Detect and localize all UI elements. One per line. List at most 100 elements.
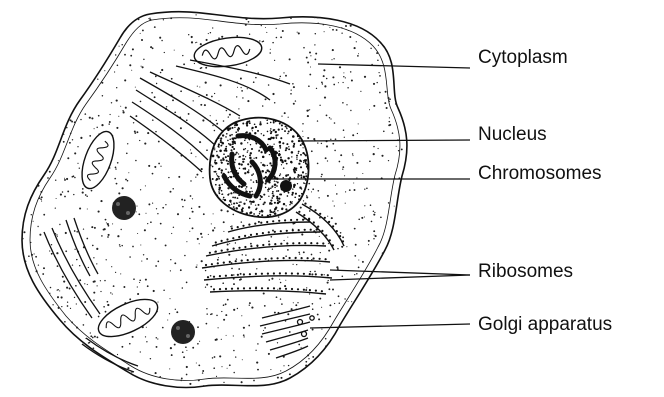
- stipple-dot: [109, 114, 110, 115]
- stipple-dot: [369, 160, 371, 162]
- stipple-dot: [152, 119, 154, 121]
- nucleus-stipple-dot: [274, 208, 276, 210]
- stipple-dot: [63, 281, 65, 283]
- stipple-dot: [137, 233, 138, 234]
- stipple-dot: [288, 117, 289, 118]
- nucleus-stipple-dot: [216, 173, 217, 174]
- ribosome-dot: [304, 203, 306, 205]
- stipple-dot: [38, 185, 40, 187]
- stipple-dot: [123, 111, 125, 113]
- stipple-dot: [184, 199, 186, 201]
- stipple-dot: [26, 310, 28, 312]
- nucleus-stipple-dot: [277, 199, 279, 201]
- stipple-dot: [45, 361, 47, 363]
- stipple-dot: [169, 368, 170, 369]
- stipple-dot: [378, 45, 379, 46]
- stipple-dot: [157, 302, 158, 303]
- stipple-dot: [79, 64, 80, 65]
- stipple-dot: [71, 77, 73, 79]
- ribosome-dot: [342, 240, 344, 242]
- ribosome-dot: [235, 260, 237, 262]
- stipple-dot: [24, 108, 26, 110]
- nucleus-stipple-dot: [260, 121, 262, 123]
- stipple-dot: [265, 27, 266, 28]
- stipple-dot: [75, 81, 76, 82]
- stipple-dot: [120, 106, 121, 107]
- nucleus-stipple-dot: [267, 122, 269, 124]
- stipple-dot: [293, 86, 295, 88]
- stipple-dot: [192, 211, 194, 213]
- stipple-dot: [283, 72, 284, 73]
- stipple-dot: [91, 117, 93, 119]
- stipple-dot: [86, 349, 87, 350]
- ribosome-dot: [261, 273, 263, 275]
- stipple-dot: [61, 372, 62, 373]
- stipple-dot: [51, 19, 53, 21]
- stipple-dot: [220, 84, 222, 86]
- stipple-dot: [170, 191, 172, 193]
- ribosome-dot: [248, 224, 250, 226]
- stipple-dot: [342, 276, 344, 278]
- stipple-dot: [343, 72, 344, 73]
- stipple-dot: [57, 265, 59, 267]
- ribosome-dot: [273, 287, 275, 289]
- stipple-dot: [396, 314, 398, 316]
- stipple-dot: [84, 301, 86, 303]
- cell-membrane: [22, 12, 407, 388]
- stipple-dot: [243, 334, 245, 336]
- stipple-dot: [379, 92, 381, 94]
- stipple-dot: [155, 265, 157, 267]
- stipple-dot: [22, 26, 24, 28]
- stipple-dot: [44, 361, 46, 363]
- nucleus-stipple-dot: [229, 200, 232, 203]
- stipple-dot: [189, 231, 190, 232]
- stipple-dot: [210, 115, 211, 116]
- stipple-dot: [35, 357, 37, 359]
- stipple-dot: [356, 177, 357, 178]
- stipple-dot: [163, 289, 165, 291]
- stipple-dot: [248, 21, 250, 23]
- stipple-dot: [206, 39, 208, 41]
- stipple-dot: [88, 80, 90, 82]
- stipple-dot: [41, 196, 43, 198]
- stipple-dot: [319, 105, 320, 106]
- stipple-dot: [233, 283, 235, 285]
- stipple-dot: [56, 78, 57, 79]
- stipple-dot: [162, 327, 164, 329]
- stipple-dot: [404, 191, 406, 193]
- nucleus-stipple-dot: [221, 161, 222, 162]
- stipple-dot: [280, 298, 281, 299]
- stipple-dot: [191, 208, 192, 209]
- stipple-dot: [37, 32, 39, 34]
- stipple-dot: [309, 74, 311, 76]
- stipple-dot: [76, 327, 78, 329]
- stipple-dot: [356, 273, 358, 275]
- stipple-dot: [37, 226, 38, 227]
- stipple-dot: [49, 50, 50, 51]
- stipple-dot: [349, 318, 351, 320]
- stipple-dot: [98, 211, 100, 213]
- ribosome-dot: [231, 227, 233, 229]
- nucleus-stipple-dot: [279, 175, 281, 177]
- stipple-dot: [141, 66, 142, 67]
- stipple-dot: [182, 206, 184, 208]
- stipple-dot: [231, 268, 233, 270]
- stipple-dot: [35, 55, 37, 57]
- stipple-dot: [30, 89, 31, 90]
- nucleus-stipple-dot: [277, 190, 279, 192]
- stipple-dot: [299, 253, 300, 254]
- stipple-dot: [68, 53, 69, 54]
- nucleus-stipple-dot: [298, 195, 300, 197]
- stipple-dot: [198, 96, 199, 97]
- stipple-dot: [288, 365, 289, 366]
- ribosome-dot: [261, 287, 263, 289]
- stipple-dot: [74, 70, 75, 71]
- stipple-dot: [332, 29, 334, 31]
- nucleus-stipple-dot: [238, 153, 239, 154]
- nucleus-stipple-dot: [250, 203, 252, 205]
- stipple-dot: [161, 69, 163, 71]
- stipple-dot: [186, 119, 188, 121]
- stipple-dot: [28, 327, 29, 328]
- nucleus-stipple-dot: [303, 160, 304, 161]
- stipple-dot: [19, 195, 21, 197]
